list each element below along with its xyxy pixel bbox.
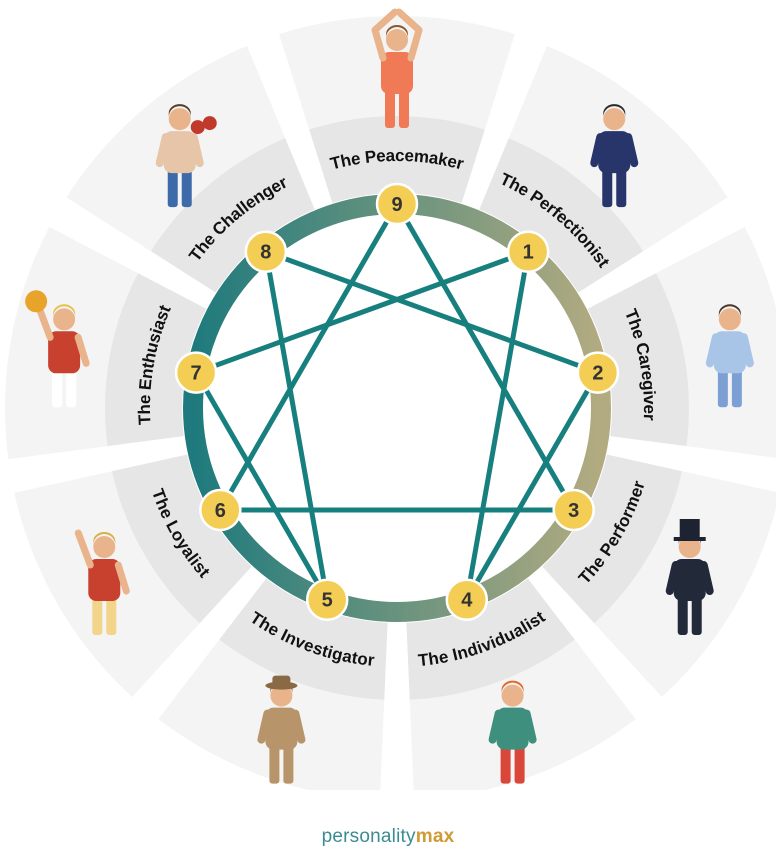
connection-6-9: [217, 201, 400, 513]
mime-artist-icon: [488, 680, 537, 784]
type-node-9: 9: [375, 182, 419, 226]
connection-7-1: [193, 249, 531, 376]
connection-9-3: [394, 201, 577, 513]
sports-fan-icon: [74, 529, 130, 635]
businessman-clipboard-icon: [590, 104, 639, 208]
segment-inner-9: [309, 115, 485, 203]
detective-icon: [257, 675, 306, 784]
type-node-6: 6: [199, 488, 242, 532]
type-number-9: 9: [391, 194, 402, 216]
boxer-icon: [155, 104, 217, 208]
type-node-3: 3: [552, 488, 595, 532]
brand-part-1: personality: [321, 826, 416, 847]
segment-inner-8: [150, 138, 315, 293]
nurse-icon: [705, 304, 754, 408]
type-number-6: 6: [215, 500, 226, 522]
type-node-5: 5: [305, 578, 349, 621]
type-illustrations: [25, 8, 754, 784]
type-number-8: 8: [260, 242, 271, 264]
type-segments: [4, 15, 776, 790]
brand-logo: personalitymax: [0, 826, 776, 848]
connection-lines: [193, 201, 601, 603]
segment-inner-2: [587, 273, 689, 447]
type-node-2: 2: [576, 351, 620, 394]
type-number-5: 5: [322, 590, 333, 612]
segment-inner-4: [406, 578, 575, 700]
type-node-4: 4: [445, 578, 489, 621]
meditating-person-icon: [371, 8, 423, 128]
connection-1-4: [464, 249, 531, 603]
type-node-7: 7: [174, 351, 218, 394]
type-number-1: 1: [523, 242, 534, 264]
segment-inner-3: [542, 454, 683, 624]
segment-inner-5: [219, 578, 388, 700]
type-number-4: 4: [461, 590, 473, 612]
brand-part-2: max: [415, 826, 455, 847]
segment-inner-1: [479, 138, 644, 293]
connection-2-8: [263, 249, 601, 376]
connection-4-2: [464, 370, 601, 603]
cheerleader-icon: [25, 290, 90, 408]
type-nodes: 9 1 2 3 4 5 6 7 8: [174, 182, 620, 621]
type-number-2: 2: [592, 363, 603, 385]
type-node-8: 8: [244, 230, 288, 273]
type-number-3: 3: [568, 500, 579, 522]
segment-inner-7: [105, 273, 207, 447]
connection-5-7: [193, 370, 330, 603]
connection-8-5: [263, 249, 330, 603]
type-number-7: 7: [191, 363, 202, 385]
type-node-1: 1: [506, 230, 550, 273]
showman-top-hat-icon: [665, 519, 714, 635]
segment-inner-6: [111, 454, 252, 624]
